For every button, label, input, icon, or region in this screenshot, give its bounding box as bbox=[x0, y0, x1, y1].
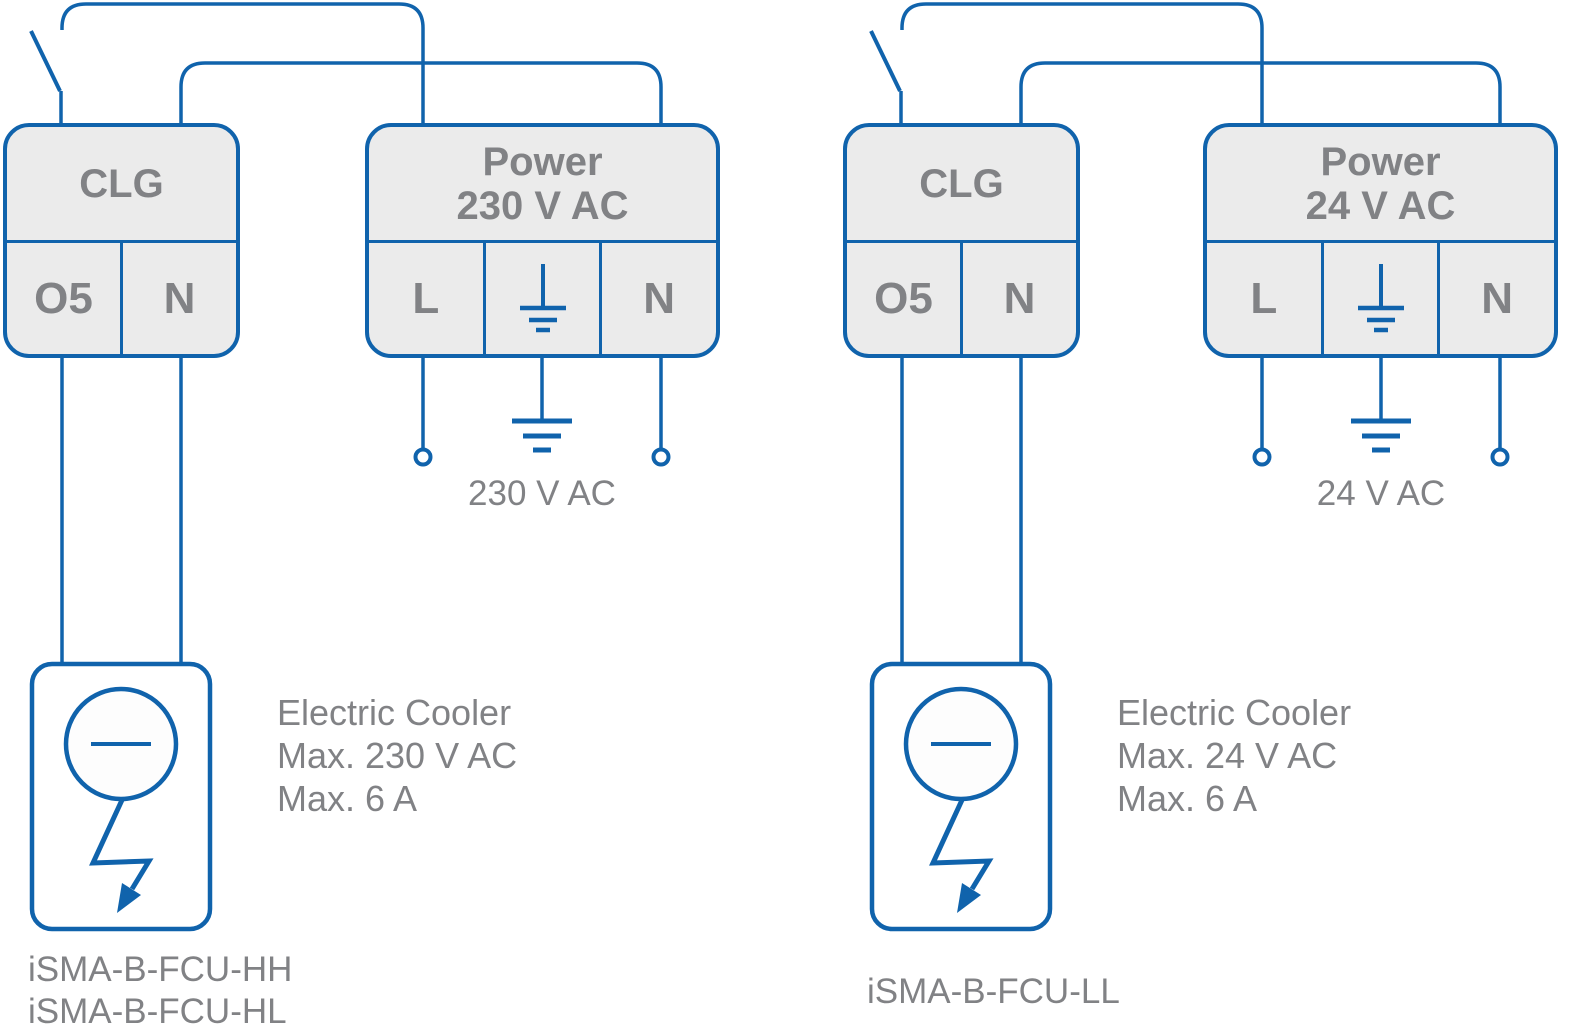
terminal-circle-n-right bbox=[1490, 447, 1510, 467]
device-model-hh: iSMA-B-FCU-HH bbox=[28, 950, 293, 989]
earth-ground-icon-left bbox=[512, 418, 572, 453]
clg-terminals-left: O5 N bbox=[7, 243, 236, 354]
cooler-symbol-right bbox=[869, 661, 1053, 932]
terminal-ground-right bbox=[1320, 243, 1438, 354]
clg-title-text-left: CLG bbox=[79, 161, 164, 206]
protective-earth-icon-right bbox=[1357, 263, 1404, 332]
device-model-labels-right: iSMA-B-FCU-LL bbox=[867, 971, 1120, 1013]
terminal-l-left: L bbox=[412, 273, 440, 323]
left-circuit-wiring bbox=[29, 2, 671, 932]
terminal-n-power-right: N bbox=[1437, 243, 1554, 354]
power-title-line2-left: 230 V AC bbox=[456, 183, 629, 228]
power-title-left: Power 230 V AC bbox=[369, 127, 716, 243]
power-title-line1-left: Power bbox=[482, 139, 603, 184]
cooler-specs-line1-left: Electric Cooler bbox=[277, 692, 512, 733]
lightning-arrowhead-left bbox=[117, 883, 141, 913]
wire-switch-to-l-right bbox=[900, 2, 1264, 123]
wire-clg-n-to-power-n-right bbox=[1019, 61, 1502, 123]
terminal-n-power-left: N bbox=[599, 243, 716, 354]
device-model-ll: iSMA-B-FCU-LL bbox=[867, 972, 1120, 1011]
clg-title-right: CLG bbox=[847, 127, 1076, 243]
terminal-o5-left: O5 bbox=[34, 273, 93, 323]
power-box-left: Power 230 V AC L N bbox=[365, 123, 720, 358]
wire-clg-n-to-power-n-left bbox=[179, 61, 663, 123]
cooler-specs-line3-right: Max. 6 A bbox=[1117, 778, 1258, 819]
terminal-o5-right: O5 bbox=[874, 273, 933, 323]
cooler-symbol-left bbox=[29, 661, 213, 932]
terminal-n-right: N bbox=[960, 243, 1076, 354]
terminal-ground-left bbox=[482, 243, 600, 354]
cooler-specs-line2-right: Max. 24 V AC bbox=[1117, 735, 1338, 776]
wire-switch-to-l-left bbox=[60, 2, 425, 123]
terminal-circle-l-left bbox=[413, 447, 433, 467]
clg-title-text-right: CLG bbox=[919, 161, 1004, 206]
lightning-bolt-icon-left bbox=[89, 798, 154, 891]
clg-box-right: CLG O5 N bbox=[843, 123, 1080, 358]
power-terminals-right: L N bbox=[1207, 243, 1554, 354]
protective-earth-icon-left bbox=[519, 263, 566, 332]
earth-ground-icon-right bbox=[1351, 418, 1411, 453]
supply-voltage-label-left: 230 V AC bbox=[468, 474, 616, 513]
power-title-line1-right: Power bbox=[1320, 139, 1441, 184]
clg-title-left: CLG bbox=[7, 127, 236, 243]
clg-terminals-right: O5 N bbox=[847, 243, 1076, 354]
power-terminals-left: L N bbox=[369, 243, 716, 354]
terminal-l-right: L bbox=[1250, 273, 1278, 323]
device-model-labels-left: iSMA-B-FCU-HH iSMA-B-FCU-HL bbox=[28, 949, 292, 1033]
power-box-right: Power 24 V AC L N bbox=[1203, 123, 1558, 358]
cooler-specs-left: Electric Cooler Max. 230 V AC Max. 6 A bbox=[277, 691, 517, 820]
right-circuit-wiring bbox=[869, 2, 1510, 932]
cooler-specs-right: Electric Cooler Max. 24 V AC Max. 6 A bbox=[1117, 691, 1351, 820]
clg-box-left: CLG O5 N bbox=[3, 123, 240, 358]
lightning-bolt-icon-right bbox=[929, 798, 994, 891]
lightning-arrowhead-right bbox=[957, 883, 981, 913]
supply-voltage-label-right: 24 V AC bbox=[1316, 474, 1446, 513]
switch-lever-icon-left bbox=[29, 30, 62, 92]
device-model-hl: iSMA-B-FCU-HL bbox=[28, 992, 287, 1031]
cooler-specs-line2-left: Max. 230 V AC bbox=[277, 735, 518, 776]
switch-lever-icon-right bbox=[869, 30, 902, 92]
cooler-specs-line1-right: Electric Cooler bbox=[1117, 692, 1352, 733]
terminal-circle-n-left bbox=[651, 447, 671, 467]
power-title-line2-right: 24 V AC bbox=[1305, 183, 1456, 228]
cooler-specs-line3-left: Max. 6 A bbox=[277, 778, 418, 819]
power-title-right: Power 24 V AC bbox=[1207, 127, 1554, 243]
terminal-n-left: N bbox=[120, 243, 236, 354]
terminal-circle-l-right bbox=[1252, 447, 1272, 467]
